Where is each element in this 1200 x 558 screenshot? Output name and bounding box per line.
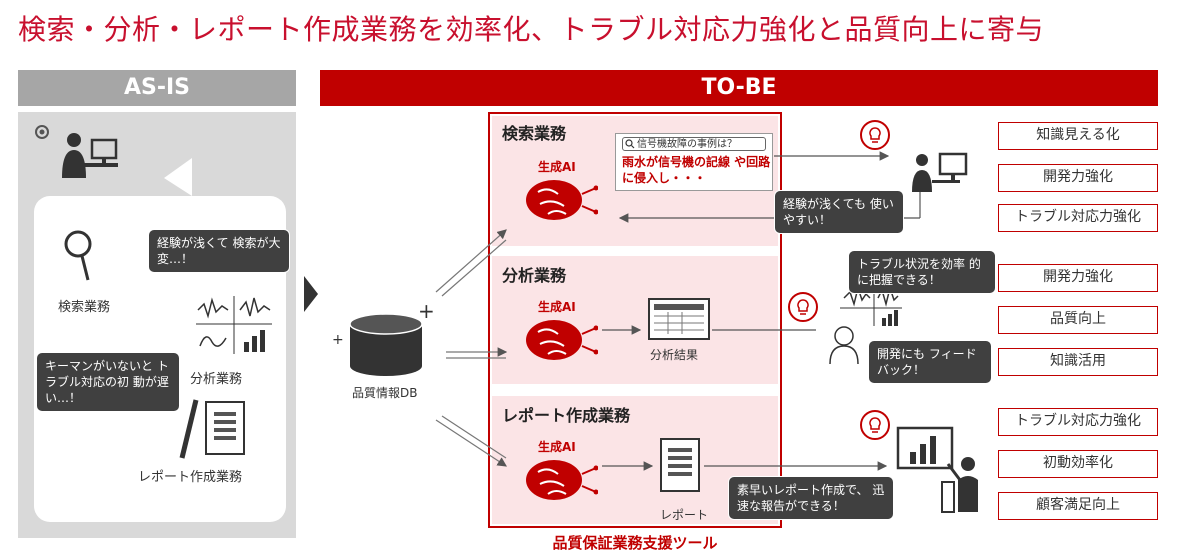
table-result-icon bbox=[648, 298, 710, 340]
lightbulb-icon bbox=[860, 410, 890, 440]
search-query-field: 信号機故障の事例は？ bbox=[622, 137, 766, 151]
effect-search-2: 開発力強化 bbox=[998, 164, 1158, 192]
effect-search-3: トラブル対応力強化 bbox=[998, 204, 1158, 232]
report-doc-label: レポート bbox=[660, 508, 709, 522]
ai-brain-icon bbox=[526, 180, 598, 220]
lightbulb-icon bbox=[788, 292, 818, 322]
database-icon: + + bbox=[332, 299, 435, 376]
report-section-title: レポート作成業務 bbox=[502, 406, 631, 425]
search-icon bbox=[625, 139, 635, 149]
asis-keyman-bubble: キーマンがいないと トラブル対応の初 動が遅い…！ bbox=[36, 352, 180, 412]
report-presenter-icon bbox=[896, 426, 978, 513]
asis-worker-illustration bbox=[35, 125, 192, 196]
search-answer-text: 雨水が信号機の記線 や回路に侵入し・・・ bbox=[622, 155, 771, 185]
search-query-text: 信号機故障の事例は？ bbox=[637, 139, 737, 150]
effect-report-1: トラブル対応力強化 bbox=[998, 408, 1158, 436]
section-analysis bbox=[492, 256, 778, 384]
ai-brain-icon bbox=[526, 320, 598, 360]
page-title: 検索・分析・レポート作成業務を効率化、トラブル対応力強化と品質向上に寄与 bbox=[18, 13, 1045, 46]
support-tool-frame bbox=[488, 112, 782, 528]
analysis-section-title: 分析業務 bbox=[502, 266, 567, 285]
report-speed-bubble: 素早いレポート作成で、 迅速な報告ができる！ bbox=[728, 476, 894, 520]
analysis-efficiency-bubble: トラブル状況を効率 的に把握できる！ bbox=[848, 250, 996, 294]
ai-label-search: 生成AI bbox=[538, 160, 576, 174]
ai-label-analysis: 生成AI bbox=[538, 300, 576, 314]
lightbulb-icon bbox=[860, 120, 890, 150]
ai-brain-icon bbox=[526, 460, 598, 500]
effect-analysis-1: 開発力強化 bbox=[998, 264, 1158, 292]
asis-search-bubble: 経験が浅くて 検索が大変…！ bbox=[148, 229, 290, 273]
effect-analysis-2: 品質向上 bbox=[998, 306, 1158, 334]
effect-report-3: 顧客満足向上 bbox=[998, 492, 1158, 520]
analysis-result-label: 分析結果 bbox=[650, 348, 699, 362]
asis-callout-tail bbox=[164, 158, 192, 196]
svg-text:+: + bbox=[418, 299, 435, 323]
db-label: 品質情報DB bbox=[352, 386, 418, 400]
tool-caption: 品質保証業務支援ツール bbox=[552, 534, 718, 552]
search-user-icon bbox=[912, 152, 968, 192]
asis-search-label: 検索業務 bbox=[58, 300, 111, 315]
magnifier-icon bbox=[64, 230, 92, 281]
effect-report-2: 初動効率化 bbox=[998, 450, 1158, 478]
svg-text:+: + bbox=[332, 332, 344, 348]
effect-search-1: 知識見える化 bbox=[998, 122, 1158, 150]
asis-header: AS-IS bbox=[18, 70, 296, 106]
ai-label-report: 生成AI bbox=[538, 440, 576, 454]
search-ease-bubble: 経験が浅くても 使いやすい！ bbox=[774, 190, 904, 234]
asis-report-label: レポート作成業務 bbox=[138, 470, 243, 485]
asis-analysis-label: 分析業務 bbox=[190, 372, 243, 387]
transition-arrow-icon bbox=[304, 276, 318, 312]
effect-analysis-3: 知識活用 bbox=[998, 348, 1158, 376]
analysis-feedback-bubble: 開発にも フィードバック！ bbox=[868, 340, 992, 384]
analysis-chart-icon bbox=[196, 296, 272, 354]
report-document-icon bbox=[179, 399, 245, 459]
report-doc-icon bbox=[660, 438, 700, 492]
worker-icon bbox=[35, 125, 118, 178]
tobe-header: TO-BE bbox=[320, 70, 1158, 106]
search-section-title: 検索業務 bbox=[502, 124, 567, 143]
